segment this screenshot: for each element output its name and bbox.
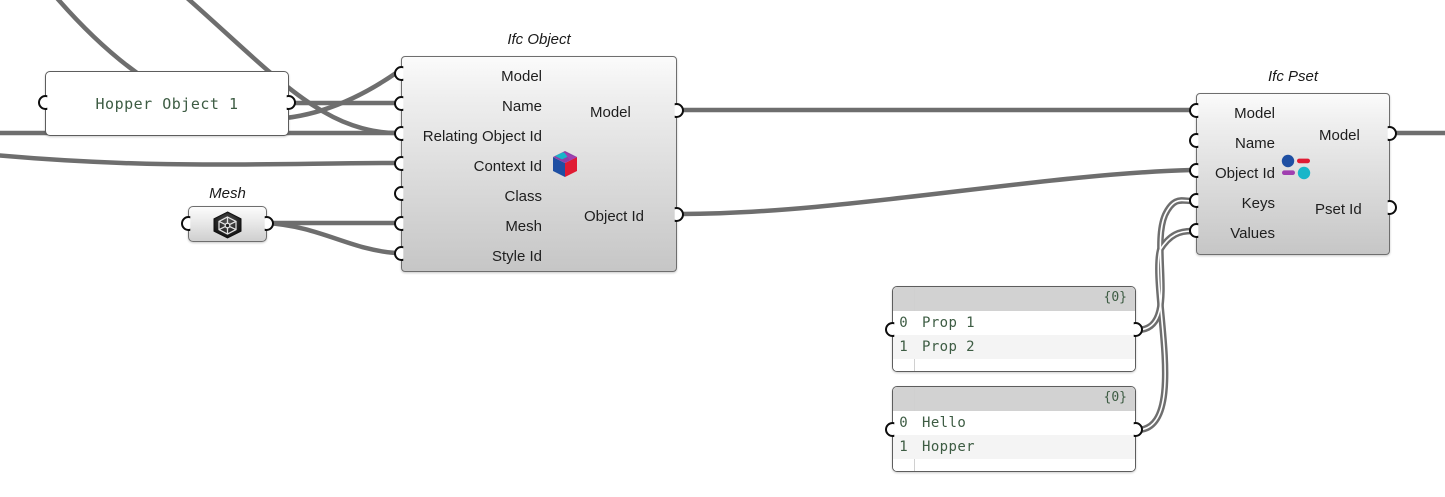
ifc-pset-input-label-object-id: Object Id (1214, 165, 1275, 182)
ifc-object-output-port-model[interactable] (674, 103, 684, 118)
ifc-cube-icon (553, 151, 577, 177)
panel-keys-branch-header: {0} (893, 287, 1135, 311)
panel-object-name[interactable]: Panel Hopper Object 1 (45, 71, 289, 136)
panel-values-footer (893, 459, 1135, 471)
panel-keys-row[interactable]: 0 Prop 1 (893, 311, 1135, 335)
panel-values-branch-header: {0} (893, 387, 1135, 411)
wire-mesh-to-styleid (263, 220, 399, 256)
ifc-pset-input-port-object-id[interactable] (1189, 163, 1199, 178)
panel-values-input-port[interactable] (885, 422, 895, 437)
pset-properties-icon (1281, 154, 1311, 180)
ifc-pset-input-port-name[interactable] (1189, 133, 1199, 148)
ifc-object-input-port-context-id[interactable] (394, 156, 404, 171)
panel-keys-row-value: Prop 2 (922, 339, 975, 355)
ifc-pset-input-label-keys: Keys (1241, 195, 1275, 212)
ifc-object-input-label-class: Class (504, 188, 542, 205)
ifc-pset-input-label-values: Values (1230, 225, 1275, 242)
panel-values-row-value: Hello (922, 415, 967, 431)
component-ifc-object[interactable]: Ifc Object Model Name Relating Object Id… (394, 31, 684, 272)
ifc-object-input-port-class[interactable] (394, 186, 404, 201)
component-ifc-object-title: Ifc Object (507, 31, 571, 48)
ifc-pset-input-label-name: Name (1234, 135, 1275, 152)
ifc-pset-input-port-model[interactable] (1189, 103, 1199, 118)
panel-keys-input-port[interactable] (885, 322, 895, 337)
ifc-object-output-label-model: Model (590, 104, 631, 121)
panel-keys-footer (893, 359, 1135, 371)
panel-values-row-index: 0 (899, 415, 908, 431)
ifc-object-input-port-relating-object-id[interactable] (394, 126, 404, 141)
panel-values-list[interactable]: {0} 0 Hello 1 Hopper (892, 386, 1136, 472)
ifc-object-input-port-model[interactable] (394, 66, 404, 81)
ifc-object-input-label-context-id: Context Id (473, 158, 542, 175)
panel-object-name-text[interactable]: Hopper Object 1 (95, 94, 239, 113)
mesh-param-title: Mesh (209, 185, 246, 202)
ifc-pset-output-port-pset-id[interactable] (1387, 200, 1397, 215)
ifc-pset-input-port-values[interactable] (1189, 223, 1199, 238)
component-ifc-pset[interactable]: Ifc Pset Model Name Object Id Keys Value… (1189, 68, 1397, 255)
panel-values-output-port[interactable] (1133, 422, 1143, 437)
ifc-pset-output-label-pset-id: Pset Id (1315, 201, 1362, 218)
ifc-pset-input-label-model: Model (1234, 105, 1275, 122)
panel-object-name-output-port[interactable] (286, 95, 296, 110)
ifc-object-input-label-name: Name (501, 98, 542, 115)
wire-values-panel-to-values (1133, 227, 1196, 434)
ifc-object-input-label-style-id: Style Id (491, 248, 542, 265)
component-ifc-pset-title: Ifc Pset (1267, 68, 1319, 85)
mesh-param-input-port[interactable] (181, 216, 191, 231)
mesh-hexagon-icon (213, 211, 242, 239)
panel-keys-row[interactable]: 1 Prop 2 (893, 335, 1135, 359)
mesh-param-node[interactable]: Mesh (188, 185, 267, 242)
ifc-object-input-port-style-id[interactable] (394, 246, 404, 261)
ifc-object-input-label-relating-object-id: Relating Object Id (422, 128, 542, 145)
ifc-object-output-label-object-id: Object Id (584, 208, 645, 225)
ifc-object-input-port-mesh[interactable] (394, 216, 404, 231)
panel-values-row-index: 1 (899, 439, 908, 455)
panel-values-row-value: Hopper (922, 439, 975, 455)
ifc-pset-output-port-model[interactable] (1387, 126, 1397, 141)
panel-keys-row-index: 1 (899, 339, 908, 355)
ifc-object-output-port-object-id[interactable] (674, 207, 684, 222)
panel-values-row[interactable]: 1 Hopper (893, 435, 1135, 459)
panel-keys-output-port[interactable] (1133, 322, 1143, 337)
panel-keys-row-index: 0 (899, 315, 908, 331)
panel-values-branch-tag: {0} (1103, 390, 1127, 405)
wire-left-to-context (0, 153, 399, 167)
ifc-object-input-label-mesh: Mesh (505, 218, 542, 235)
panel-keys-branch-tag: {0} (1103, 290, 1127, 305)
panel-values-row[interactable]: 0 Hello (893, 411, 1135, 435)
ifc-object-input-port-name[interactable] (394, 96, 404, 111)
panel-object-name-input-port[interactable] (38, 95, 48, 110)
wire-keys-panel-to-keys (1133, 197, 1196, 334)
wire-objectid-to-objectid (678, 167, 1195, 217)
ifc-pset-input-port-keys[interactable] (1189, 193, 1199, 208)
ifc-object-input-label-model: Model (501, 68, 542, 85)
ifc-pset-output-label-model: Model (1319, 127, 1360, 144)
mesh-param-output-port[interactable] (264, 216, 274, 231)
panel-keys-list[interactable]: Panel {0} 0 Prop 1 1 Prop 2 (892, 286, 1136, 372)
panel-keys-row-value: Prop 1 (922, 315, 975, 331)
